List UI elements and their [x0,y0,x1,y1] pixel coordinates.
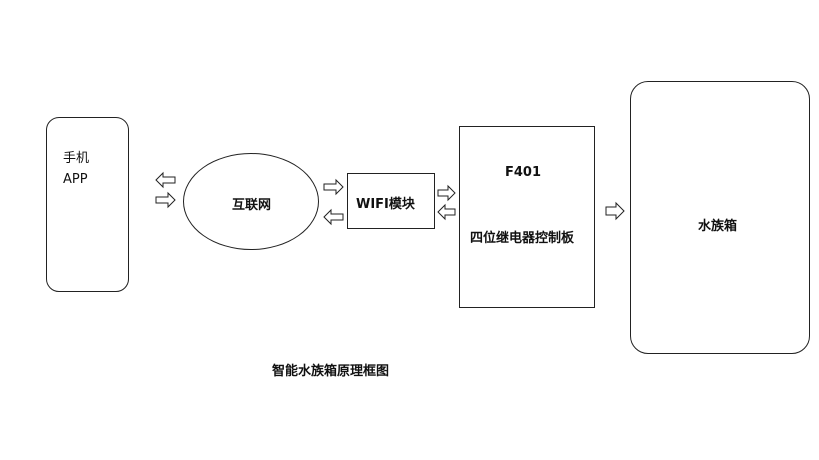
arrow-right-icon [437,184,456,202]
aquarium-box [630,81,810,354]
arrow-left-icon [323,208,344,226]
aquarium-label: 水族箱 [698,219,738,234]
arrow-right-icon [605,201,625,221]
relay-board-title: F401 [505,165,542,180]
arrow-left-icon [155,171,176,189]
phone-app-box [46,117,129,292]
relay-board-subtitle: 四位继电器控制板 [470,231,575,246]
wifi-module-box [347,173,435,229]
diagram-caption: 智能水族箱原理框图 [272,364,390,379]
arrow-right-icon [323,178,344,196]
internet-label: 互联网 [232,198,272,213]
relay-board-box [459,126,595,308]
arrow-left-icon [437,203,456,221]
arrow-right-icon [155,191,176,209]
wifi-module-label: WIFI模块 [356,197,415,212]
app-label: APP [63,172,88,187]
phone-label: 手机 [63,151,90,166]
internet-ellipse [183,153,319,250]
